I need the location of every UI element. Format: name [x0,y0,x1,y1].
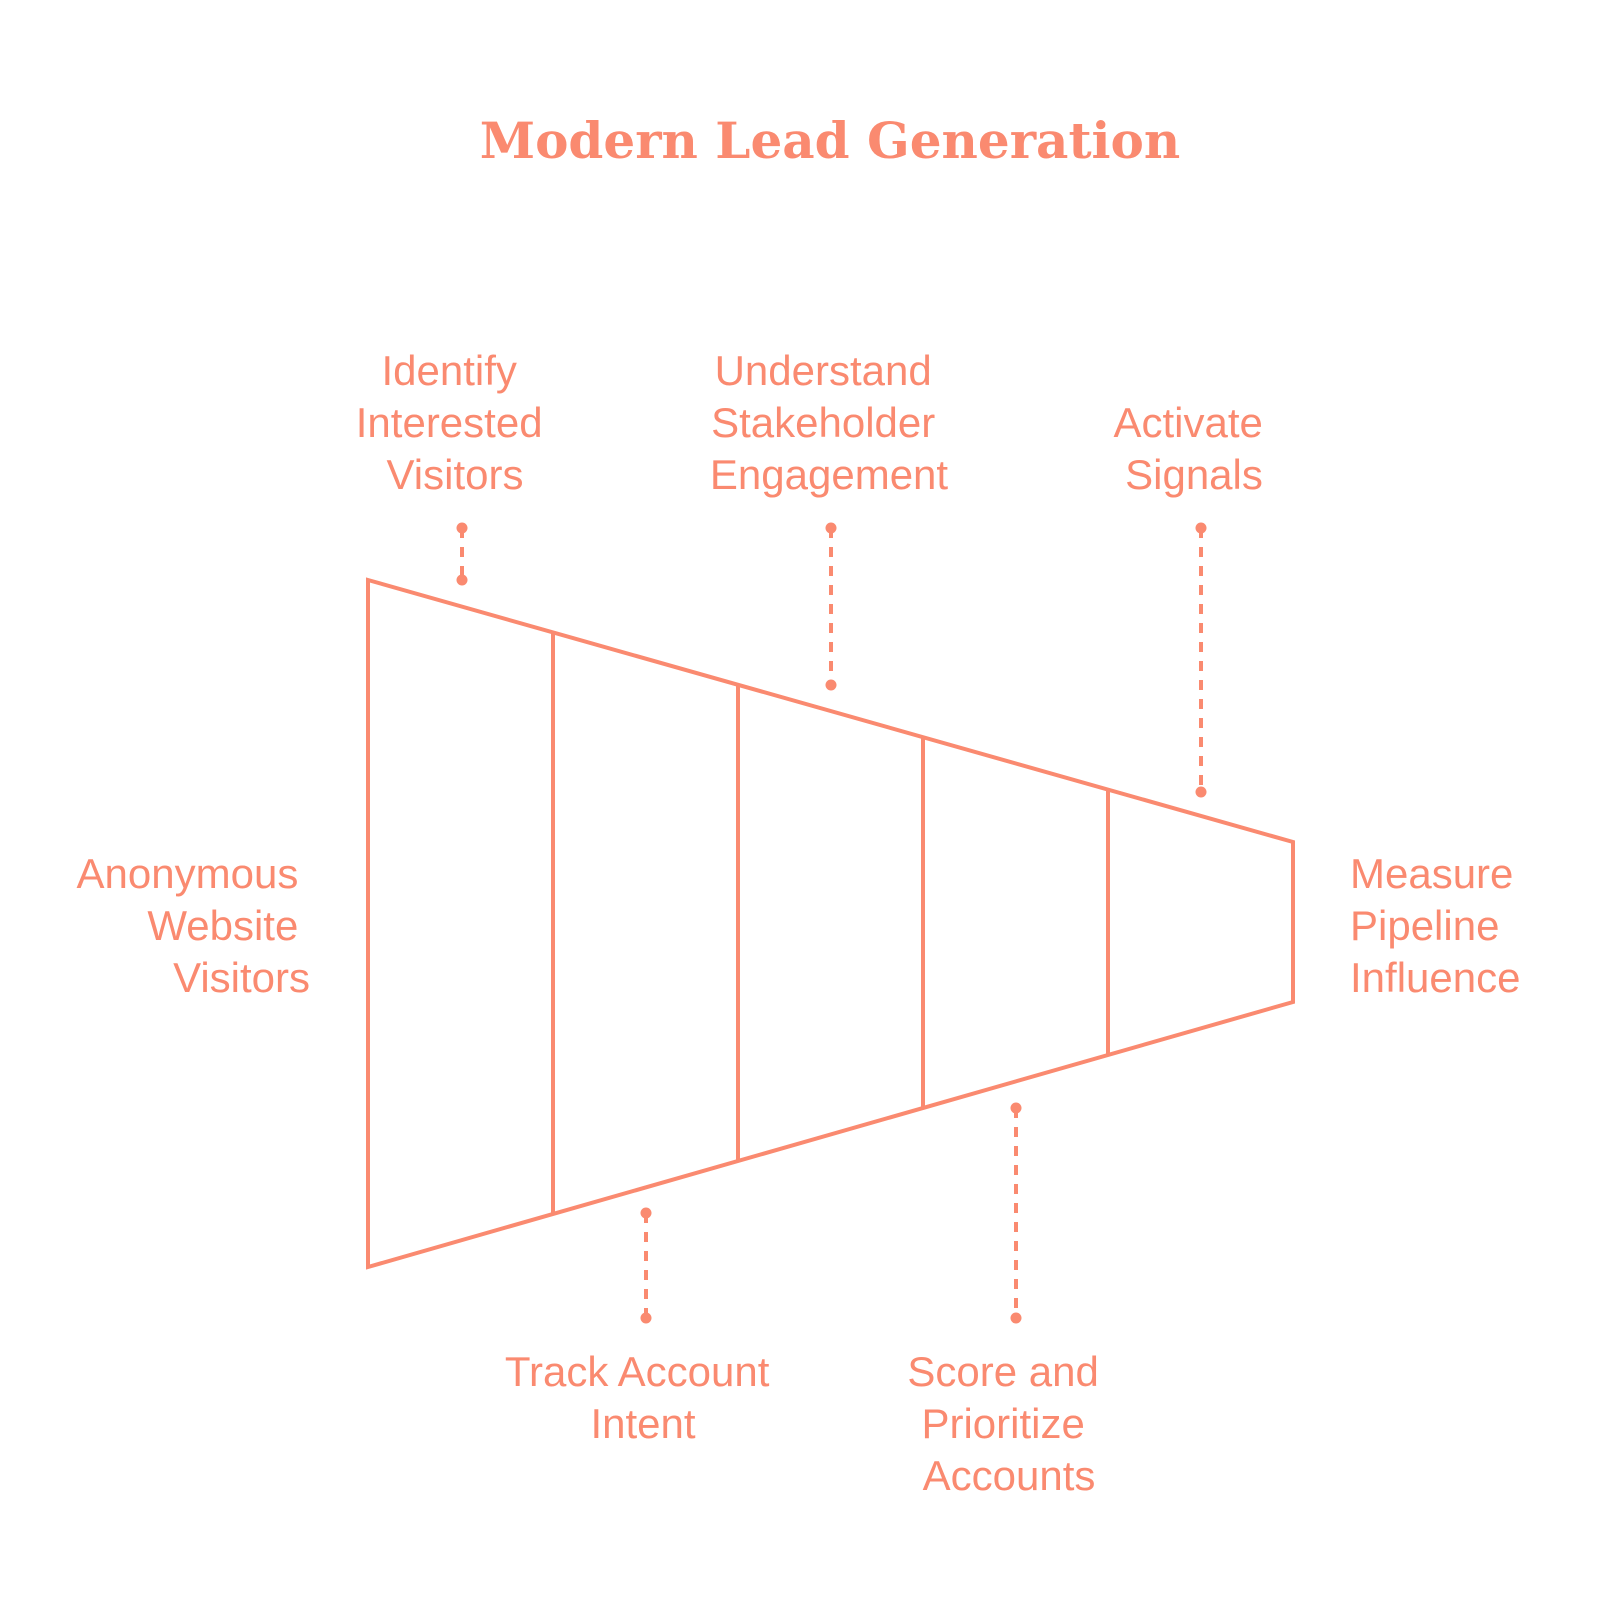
step-label-activate: Activate Signals [1113,399,1274,498]
step-label-line: Intent [590,1400,695,1447]
funnel-shape [366,522,1295,1324]
step-label-line: Stakeholder [711,399,935,446]
connector-dot [825,679,837,691]
step-label-line: Activate [1113,399,1262,446]
step-label-line: Prioritize [921,1400,1084,1447]
connector-dot [1010,1312,1022,1324]
connector-dot [456,574,468,586]
connector-dot [456,522,468,534]
diagram-title: Modern Lead Generation [480,111,1181,170]
start-label: Anonymous Website Visitors [77,850,310,1001]
end-label-line: Influence [1350,954,1520,1001]
end-label-line: Measure [1350,850,1513,897]
connector-dot [825,522,837,534]
step-label-track: Track Account Intent [505,1348,781,1447]
step-label-understand: Understand Stakeholder Engagement [710,347,949,498]
start-label-line: Visitors [173,954,310,1001]
end-label-line: Pipeline [1350,902,1499,949]
step-label-line: Understand [715,347,932,394]
connector-dot [1195,786,1207,798]
step-label-identify: Identify Interested Visitors [356,347,554,498]
start-label-line: Website [147,902,298,949]
start-label-line: Anonymous [77,850,299,897]
connector-dot [1195,522,1207,534]
step-label-line: Identify [381,347,516,394]
step-label-score: Score and Prioritize Accounts [907,1348,1110,1499]
step-label-line: Track Account [505,1348,770,1395]
step-label-line: Visitors [387,451,524,498]
connector-dot [640,1312,652,1324]
step-label-line: Engagement [710,451,949,498]
step-label-line: Signals [1125,451,1263,498]
step-label-line: Interested [356,399,543,446]
step-label-line: Score and [907,1348,1098,1395]
end-label: Measure Pipeline Influence [1350,850,1525,1001]
funnel-outline [366,577,1295,1270]
connector-dot [1010,1102,1022,1114]
connector-dot [640,1207,652,1219]
step-label-line: Accounts [923,1452,1096,1499]
